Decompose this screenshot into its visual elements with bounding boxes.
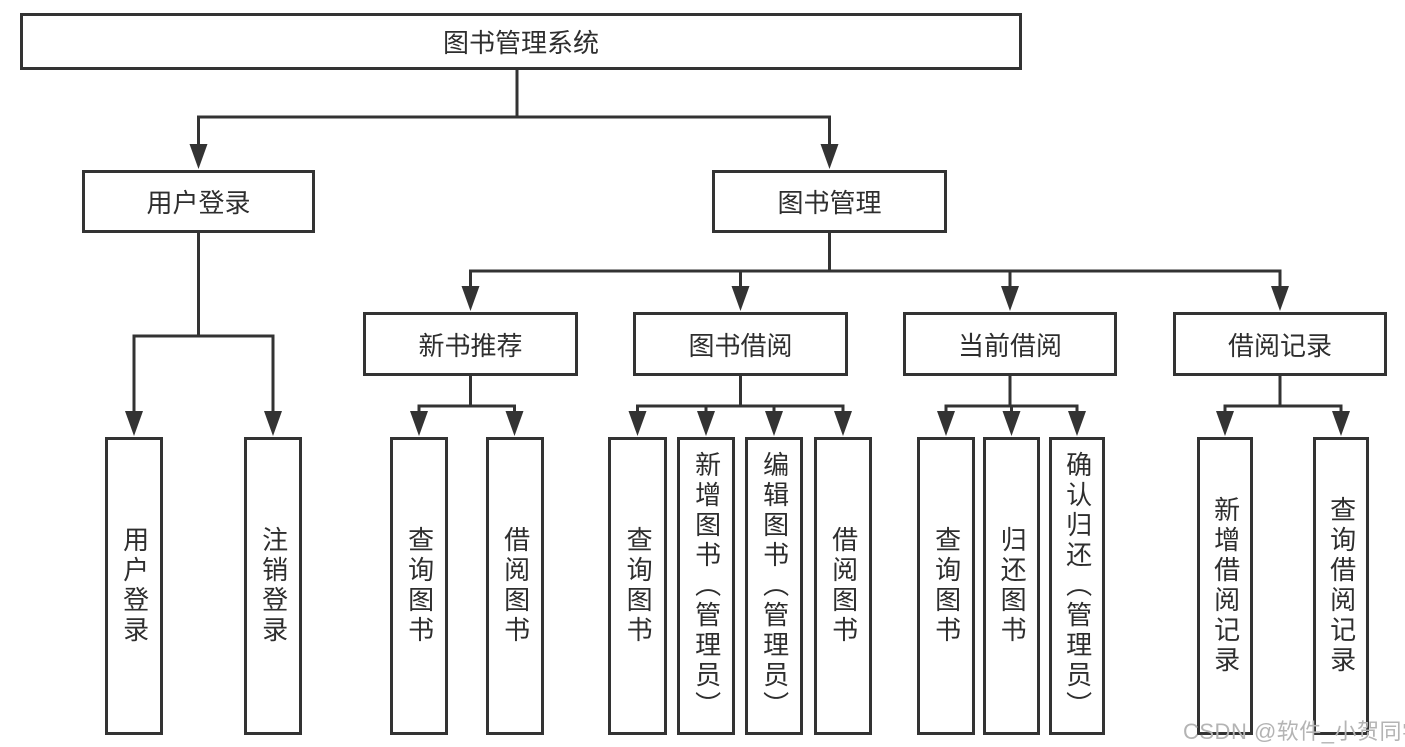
arrowhead — [410, 411, 428, 436]
leaf-user-login: 用户登录 — [105, 437, 163, 735]
leaf-label: 借阅图书 — [500, 526, 531, 646]
arrowhead — [125, 411, 143, 436]
leaf-query-books-2: 查询图书 — [608, 437, 667, 735]
leaf-label: 查询借阅记录 — [1326, 496, 1357, 676]
leaf-label: 新增图书（管理员） — [691, 451, 722, 721]
csdn-watermark: CSDN @软件_小贺同学 — [1183, 719, 1405, 744]
arrowhead — [628, 411, 647, 436]
arrowhead — [1271, 286, 1289, 311]
node-book-borrowing: 图书借阅 — [633, 312, 848, 376]
leaf-borrow-books-2: 借阅图书 — [814, 437, 872, 735]
node-borrow-records: 借阅记录 — [1173, 312, 1387, 376]
arrowhead — [1002, 411, 1021, 436]
node-book-management: 图书管理 — [712, 170, 947, 233]
leaf-logout: 注销登录 — [244, 437, 302, 735]
connector-new-books-to-leaves — [417, 376, 516, 424]
connector-user-login-to-leaves — [132, 233, 275, 424]
arrowhead — [1216, 411, 1234, 436]
connector-book-borrowing-to-leaves — [636, 376, 845, 424]
leaf-query-books-1: 查询图书 — [390, 437, 448, 735]
node-library-management-system: 图书管理系统 — [20, 13, 1022, 70]
arrowhead — [505, 411, 524, 436]
node-label: 新书推荐 — [418, 330, 523, 361]
leaf-add-books-admin: 新增图书（管理员） — [677, 437, 735, 735]
connector-root-to-level2 — [197, 70, 831, 158]
node-label: 借阅记录 — [1227, 330, 1332, 361]
leaf-label: 注销登录 — [258, 526, 289, 646]
leaf-label: 借阅图书 — [828, 526, 859, 646]
arrowhead — [731, 286, 750, 311]
arrowhead — [834, 411, 852, 436]
arrowhead — [189, 144, 208, 169]
leaf-edit-books-admin: 编辑图书（管理员） — [745, 437, 803, 735]
leaf-query-books-3: 查询图书 — [917, 437, 975, 735]
arrowhead — [461, 286, 480, 311]
leaf-label: 查询图书 — [404, 526, 435, 646]
arrowhead — [264, 411, 282, 436]
leaf-label: 编辑图书（管理员） — [759, 451, 790, 721]
leaf-add-borrow-record: 新增借阅记录 — [1197, 437, 1253, 735]
node-label: 当前借阅 — [957, 330, 1062, 361]
node-label: 图书借阅 — [688, 330, 793, 361]
leaf-label: 新增借阅记录 — [1210, 496, 1241, 676]
arrowhead — [820, 144, 839, 169]
arrowhead — [937, 411, 955, 436]
arrowhead — [1001, 286, 1019, 311]
leaf-confirm-return-admin: 确认归还（管理员） — [1049, 437, 1105, 735]
leaf-label: 用户登录 — [119, 526, 150, 646]
arrowhead — [697, 411, 715, 436]
leaf-query-borrow-record: 查询借阅记录 — [1313, 437, 1369, 735]
leaf-label: 查询图书 — [623, 526, 654, 646]
leaf-borrow-books-1: 借阅图书 — [486, 437, 544, 735]
node-label: 图书管理系统 — [442, 28, 599, 58]
arrowhead — [765, 411, 783, 436]
arrowhead — [1068, 411, 1086, 436]
connector-book-management-to-level3 — [469, 233, 1282, 300]
node-label: 用户登录 — [146, 188, 251, 218]
node-user-login: 用户登录 — [82, 170, 315, 233]
leaf-label: 归还图书 — [997, 526, 1028, 646]
node-new-book-recommend: 新书推荐 — [363, 312, 578, 376]
leaf-return-books: 归还图书 — [983, 437, 1040, 735]
node-current-borrowing: 当前借阅 — [903, 312, 1117, 376]
leaf-label: 确认归还（管理员） — [1062, 451, 1093, 721]
arrowhead — [1332, 411, 1350, 436]
leaf-label: 查询图书 — [931, 526, 962, 646]
node-label: 图书管理 — [777, 188, 882, 218]
connector-borrow-records-to-leaves — [1223, 376, 1343, 424]
